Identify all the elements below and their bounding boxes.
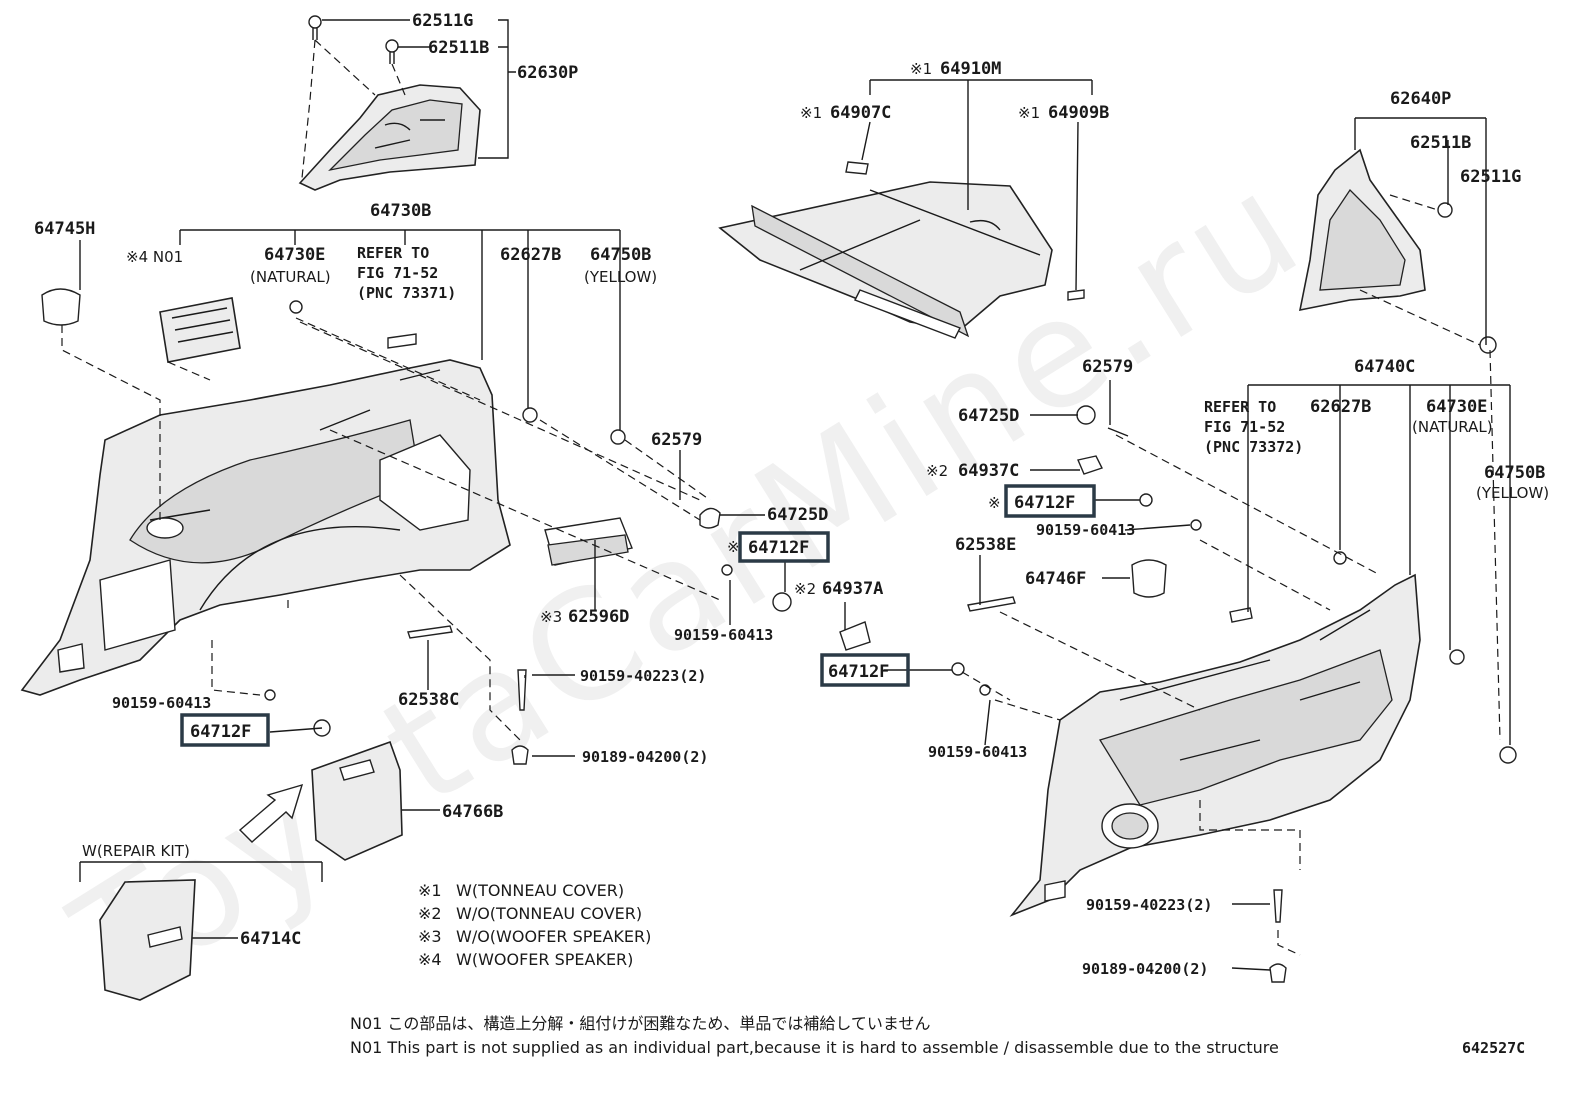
ref-right-l3: (PNC 73372) [1204,438,1303,456]
label-64712F-d: 64712F [1014,493,1075,513]
label-64712F-a: 64712F [748,538,809,558]
label-64766B: 64766B [442,802,503,822]
mark-64907C: ※1 [800,104,822,122]
upper-trim-right-drawing [1298,148,1497,354]
natural-a: (NATURAL) [250,268,331,286]
ref-left-l2: FIG 71-52 [357,264,438,282]
ref-left-l1: REFER TO [357,244,429,262]
label-62579-a: 62579 [651,430,702,450]
diagram-code: 642527C [1462,1039,1525,1057]
label-90159-60413-d: 90159-60413 [928,743,1027,761]
mark-64909B: ※1 [1018,104,1040,122]
mark-64712F-a: ※ [727,538,740,556]
label-90159-60413-a: 90159-60413 [674,626,773,644]
label-64740C: 64740C [1354,357,1415,377]
label-90159-60413-c: 90159-60413 [1036,521,1135,539]
legend-mark-1: ※1 [418,881,442,900]
label-64730E-b: 64730E [1426,397,1487,417]
note-japanese: N01 この部品は、構造上分解・組付けが困難なため、単品では補給していません [350,1014,930,1033]
mark-64712F-d: ※ [988,494,1001,512]
label-64730E-a: 64730E [264,245,325,265]
legend-text-3: W/O(WOOFER SPEAKER) [456,927,651,946]
tonneau-cover-drawing [718,161,1085,339]
label-64907C: 64907C [830,103,891,123]
mark-62596D: ※3 [540,608,562,626]
legend-mark-3: ※3 [418,927,442,946]
legend-text-2: W/O(TONNEAU COVER) [456,904,642,923]
label-62511G-b: 62511G [1460,167,1521,187]
label-62538E: 62538E [955,535,1016,555]
ref-right-l1: REFER TO [1204,398,1276,416]
label-64725D-b: 64725D [958,406,1019,426]
mark-64937A: ※2 [794,580,816,598]
legend-text-1: W(TONNEAU COVER) [456,881,624,900]
label-90189-04200-a: 90189-04200(2) [582,748,708,766]
label-64725D-a: 64725D [767,505,828,525]
natural-b: (NATURAL) [1412,418,1493,436]
label-90159-40223-b: 90159-40223(2) [1086,896,1212,914]
label-64746F: 64746F [1025,569,1086,589]
repair-kit-64714C-drawing [99,879,196,1001]
legend-text-4: W(WOOFER SPEAKER) [456,950,633,969]
label-62640P: 62640P [1390,89,1451,109]
label-64909B: 64909B [1048,103,1109,123]
upper-trim-left-drawing [298,15,481,191]
label-62596D: 62596D [568,607,629,627]
label-64712F-c: 64712F [190,722,251,742]
label-90189-04200-b: 90189-04200(2) [1082,960,1208,978]
note-english: N01 This part is not supplied as an indi… [350,1038,1279,1057]
label-64750B-b: 64750B [1484,463,1545,483]
label-64745H: 64745H [34,219,95,239]
repair-kit-label: W(REPAIR KIT) [82,842,190,860]
legend: ※1 W(TONNEAU COVER) ※2 W/O(TONNEAU COVER… [418,881,651,969]
ref-left-l3: (PNC 73371) [357,284,456,302]
mark-64937C: ※2 [926,462,948,480]
highlight-64712F-c [180,713,270,747]
mark-64910M: ※1 [910,60,932,78]
label-90159-40223-a: 90159-40223(2) [580,667,706,685]
ref-right-l2: FIG 71-52 [1204,418,1285,436]
label-62511G-a: 62511G [412,11,473,31]
label-64730B: 64730B [370,201,431,221]
cover-64766B-drawing [238,740,403,861]
yellow-b: (YELLOW) [1476,484,1549,502]
yellow-a: (YELLOW) [584,268,657,286]
label-62511B-b: 62511B [1410,133,1471,153]
highlight-64712F-b [820,653,910,687]
label-62627B-a: 62627B [500,245,561,265]
mark-no1: ※4 N01 [126,248,183,266]
label-62511B-a: 62511B [428,38,489,58]
label-64712F-b: 64712F [828,662,889,682]
label-64714C: 64714C [240,929,301,949]
label-62538C: 62538C [398,690,459,710]
right-quarter-trim-drawing [951,405,1517,983]
legend-mark-4: ※4 [418,950,442,969]
left-quarter-trim-drawing [20,288,871,765]
highlight-64712F-a [738,531,830,563]
label-62630P: 62630P [517,63,578,83]
label-64910M: 64910M [940,59,1001,79]
label-62627B-b: 62627B [1310,397,1371,417]
label-64937C: 64937C [958,461,1019,481]
highlight-64712F-d [1004,484,1096,518]
label-62579-b: 62579 [1082,357,1133,377]
label-90159-60413-b: 90159-60413 [112,694,211,712]
label-64937A: 64937A [822,579,883,599]
legend-mark-2: ※2 [418,904,442,923]
label-64750B-a: 64750B [590,245,651,265]
